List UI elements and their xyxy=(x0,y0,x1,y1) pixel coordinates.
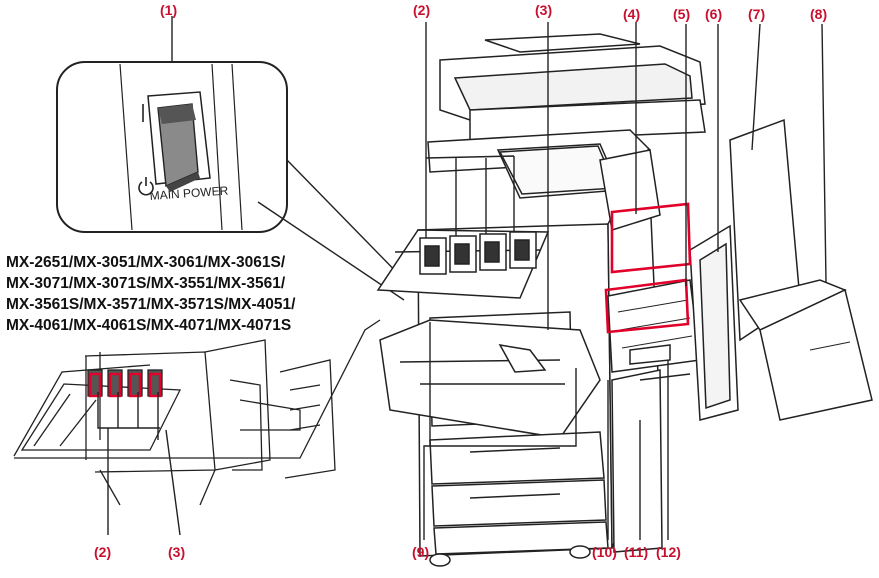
model-list: MX-2651/MX-3051/MX-3061/MX-3061S/ MX-307… xyxy=(6,252,366,336)
callout-12: (12) xyxy=(656,544,681,560)
leader-lines xyxy=(171,16,827,540)
red-highlights xyxy=(604,202,692,334)
callout-5: (5) xyxy=(673,6,691,22)
toner-highlight-small xyxy=(88,372,162,398)
main-power-switch xyxy=(157,103,200,192)
callout-1: (1) xyxy=(160,2,178,18)
model-line: MX-3561S/MX-3571/MX-3571S/MX-4051/ xyxy=(6,296,296,313)
inset-leader xyxy=(257,159,413,301)
callout-2-bottom: (2) xyxy=(94,544,112,560)
small-machine-inset xyxy=(13,319,381,506)
callout-7: (7) xyxy=(748,6,766,22)
model-line: MX-3071/MX-3071S/MX-3551/MX-3561/ xyxy=(6,275,286,292)
callout-2-top: (2) xyxy=(413,2,431,18)
callout-10: (10) xyxy=(592,544,617,560)
callout-9: (9) xyxy=(412,544,430,560)
model-line: MX-4061/MX-4061S/MX-4071/MX-4071S xyxy=(6,317,292,334)
main-machine xyxy=(376,33,873,567)
model-line: MX-2651/MX-3051/MX-3061/MX-3061S/ xyxy=(6,254,286,271)
callout-3-bottom: (3) xyxy=(168,544,186,560)
callout-6: (6) xyxy=(705,6,723,22)
callout-4: (4) xyxy=(623,6,641,22)
callout-8: (8) xyxy=(810,6,828,22)
callout-11: (11) xyxy=(624,544,649,560)
small-inset-leaders xyxy=(97,392,181,536)
power-symbol-icon xyxy=(138,177,154,196)
callout-3-top: (3) xyxy=(535,2,553,18)
main-power-label: MAIN POWER xyxy=(149,184,229,203)
